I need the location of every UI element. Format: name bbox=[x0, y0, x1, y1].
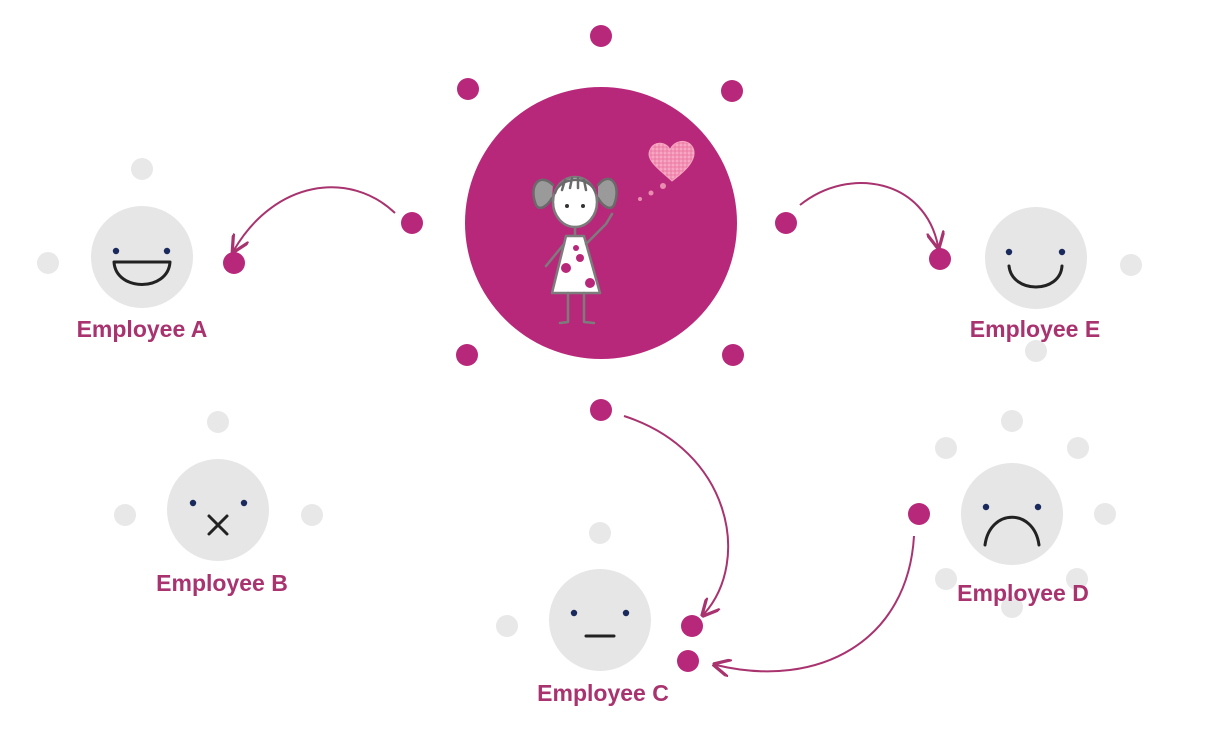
gray-dot bbox=[1067, 437, 1089, 459]
center-satellite-dot bbox=[775, 212, 797, 234]
girl-eye-right bbox=[581, 204, 585, 208]
girl-pigtail-left bbox=[532, 178, 555, 210]
gray-dot bbox=[935, 437, 957, 459]
magenta-dot bbox=[681, 615, 703, 637]
employee-c-face bbox=[549, 569, 651, 671]
center-node bbox=[401, 25, 797, 421]
arrow-center-to-employee-c bbox=[623, 415, 730, 614]
gray-dot bbox=[1001, 596, 1023, 618]
cross-mouth bbox=[207, 514, 229, 536]
eye bbox=[1058, 248, 1066, 256]
big-smile-mouth bbox=[112, 260, 172, 286]
eye bbox=[240, 499, 248, 507]
smile-mouth bbox=[1007, 264, 1064, 289]
employee-d-face bbox=[961, 463, 1063, 565]
magenta-dot bbox=[223, 252, 245, 274]
gray-dot bbox=[1094, 503, 1116, 525]
employee-d-label: Employee D bbox=[957, 580, 1089, 606]
employee-c-label: Employee C bbox=[537, 680, 669, 706]
arrow-employee-d-to-c bbox=[716, 535, 915, 671]
girl-leg-right bbox=[582, 291, 596, 325]
eye bbox=[189, 499, 197, 507]
eye bbox=[982, 503, 990, 511]
eye bbox=[622, 609, 630, 617]
employee-e-node bbox=[929, 207, 1142, 362]
arrow-center-to-employee-e bbox=[799, 182, 938, 246]
eye bbox=[570, 609, 578, 617]
gray-dot bbox=[589, 522, 611, 544]
employee-d-node bbox=[908, 410, 1116, 618]
gray-dot bbox=[1001, 410, 1023, 432]
employee-a-face bbox=[91, 206, 193, 308]
center-satellite-dot bbox=[590, 399, 612, 421]
gray-dot bbox=[131, 158, 153, 180]
magenta-dot bbox=[677, 650, 699, 672]
employee-c-node bbox=[496, 522, 703, 672]
center-satellite-dot bbox=[722, 344, 744, 366]
gray-dot bbox=[37, 252, 59, 274]
gray-dot bbox=[1120, 254, 1142, 276]
heart-icon bbox=[648, 141, 695, 182]
girl-eye-left bbox=[565, 204, 569, 208]
eye bbox=[112, 247, 120, 255]
center-satellite-dot bbox=[590, 25, 612, 47]
thought-dot bbox=[648, 190, 654, 196]
gray-dot bbox=[207, 411, 229, 433]
gray-dot bbox=[496, 615, 518, 637]
gray-dot bbox=[935, 568, 957, 590]
center-satellite-dot bbox=[401, 212, 423, 234]
girl-dress-dot bbox=[576, 254, 584, 262]
girl-dress-dot bbox=[585, 278, 595, 288]
girl-arm-left bbox=[544, 242, 566, 268]
thought-dot bbox=[660, 183, 666, 189]
center-satellite-dot bbox=[457, 78, 479, 100]
magenta-dot bbox=[908, 503, 930, 525]
gray-dot bbox=[114, 504, 136, 526]
employee-e-face bbox=[985, 207, 1087, 309]
gray-dot bbox=[1025, 340, 1047, 362]
arrow-center-to-employee-a bbox=[234, 186, 396, 250]
eye bbox=[1005, 248, 1013, 256]
employee-b-node bbox=[114, 411, 323, 561]
employee-b-label: Employee B bbox=[156, 570, 288, 596]
employee-a-label: Employee A bbox=[76, 316, 208, 342]
center-satellite-dot bbox=[456, 344, 478, 366]
eye bbox=[163, 247, 171, 255]
employee-a-node bbox=[37, 158, 245, 308]
thought-dot bbox=[638, 197, 642, 201]
girl-illustration bbox=[532, 175, 618, 325]
eye bbox=[1034, 503, 1042, 511]
girl-dress-dot bbox=[573, 245, 579, 251]
girl-arm-right bbox=[584, 212, 614, 246]
girl-dress-dot bbox=[561, 263, 571, 273]
employee-e-label: Employee E bbox=[969, 316, 1101, 342]
frown-mouth bbox=[983, 515, 1041, 547]
gray-dot bbox=[1066, 568, 1088, 590]
girl-pigtail-right bbox=[596, 177, 618, 210]
gray-dot bbox=[301, 504, 323, 526]
center-satellite-dot bbox=[721, 80, 743, 102]
center-circle bbox=[465, 87, 737, 359]
magenta-dot bbox=[929, 248, 951, 270]
employee-b-face bbox=[167, 459, 269, 561]
girl-bangs bbox=[553, 176, 598, 195]
girl-leg-left bbox=[558, 291, 570, 325]
